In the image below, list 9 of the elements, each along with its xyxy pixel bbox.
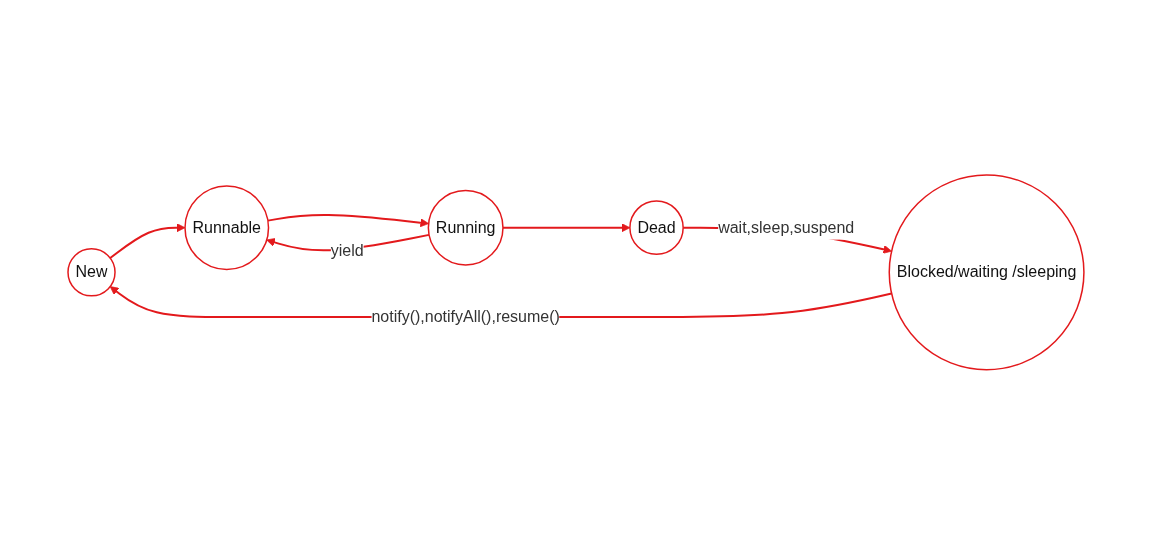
node-circle: Dead: [629, 200, 684, 256]
edge-label: notify(),notifyAll(),resume(): [371, 308, 560, 326]
arrow: [109, 223, 186, 260]
node-circle: New: [67, 248, 116, 297]
node-circle: Running: [427, 189, 504, 266]
edge-label: yield: [330, 242, 364, 260]
edge-label: wait,sleep,suspend: [718, 218, 855, 236]
node-circle: Blocked/waiting /sleeping: [888, 174, 1085, 371]
node-circle: Runnable: [184, 185, 270, 271]
